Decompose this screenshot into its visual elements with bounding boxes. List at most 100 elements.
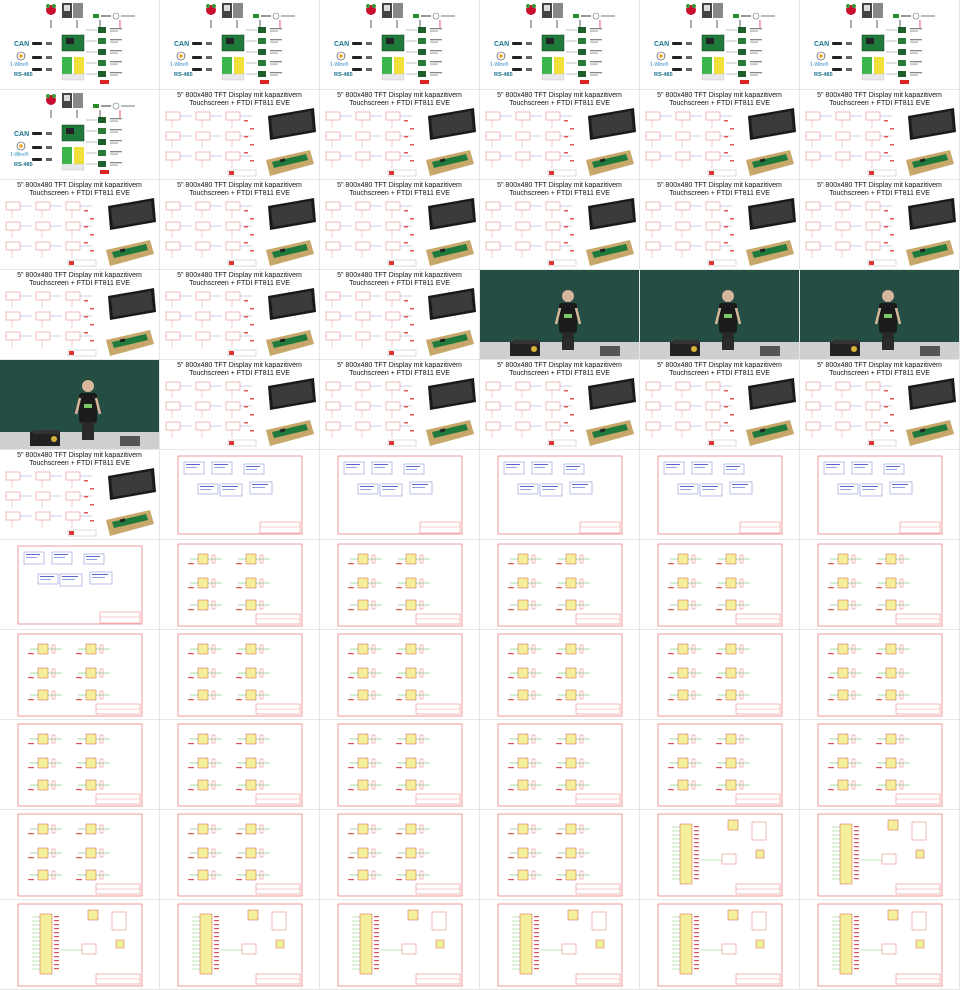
frame-thumbnail-blocks[interactable]: [800, 450, 960, 540]
frame-thumbnail-sch4[interactable]: [640, 630, 800, 720]
slide-title-line1: 5" 800x480 TFT Display mit kapazitivem: [657, 182, 782, 189]
frame-thumbnail-blocks[interactable]: [160, 450, 320, 540]
frame-thumbnail-sch4[interactable]: [640, 720, 800, 810]
frame-thumbnail-blocks[interactable]: [0, 540, 160, 630]
slide-title-line2: Touchscreen + FTDI FT811 EVE: [829, 370, 930, 377]
frame-thumbnail-sch4[interactable]: [480, 630, 640, 720]
pcb-photo: [906, 240, 954, 266]
slide-title-line2: Touchscreen + FTDI FT811 EVE: [509, 370, 610, 377]
frame-thumbnail-mcu[interactable]: [480, 900, 640, 990]
frame-thumbnail-speaker[interactable]: [0, 360, 160, 450]
schematic-thumbnail: [645, 381, 734, 438]
frame-thumbnail-sch4[interactable]: [0, 810, 160, 900]
slide-title-line1: 5" 800x480 TFT Display mit kapazitivem: [497, 362, 622, 369]
tft-display-photo: [428, 108, 476, 140]
slide-title-line2: Touchscreen + FTDI FT811 EVE: [509, 100, 610, 107]
pcb-photo: [746, 420, 794, 446]
frame-thumbnail-mcu[interactable]: [800, 900, 960, 990]
frame-thumbnail-mcu[interactable]: [640, 810, 800, 900]
frame-thumbnail-mcu[interactable]: [320, 900, 480, 990]
frame-thumbnail-sch4[interactable]: [800, 720, 960, 810]
raspberry-pi-icon: [526, 4, 536, 15]
frame-thumbnail-sch4[interactable]: [160, 720, 320, 810]
tft-display-photo: [588, 378, 636, 410]
schematic-thumbnail: [805, 381, 894, 438]
frame-thumbnail-speaker[interactable]: [800, 270, 960, 360]
tft-display-photo: [428, 378, 476, 410]
frame-thumbnail-sch4[interactable]: [0, 630, 160, 720]
frame-thumbnail-sch4[interactable]: [320, 810, 480, 900]
slide-title-line2: Touchscreen + FTDI FT811 EVE: [189, 100, 290, 107]
schematic-thumbnail: [165, 111, 254, 168]
frame-thumbnail-sch4[interactable]: [160, 540, 320, 630]
pcb-photo: [266, 150, 314, 176]
schematic-thumbnail: [805, 201, 894, 258]
frame-thumbnail-sch4[interactable]: [480, 720, 640, 810]
presenter: [874, 290, 902, 350]
schematic-thumbnail: [325, 201, 414, 258]
frame-thumbnail-sch4[interactable]: [320, 720, 480, 810]
frame-thumbnail-sch4[interactable]: [800, 630, 960, 720]
frame-thumbnail-speaker[interactable]: [480, 270, 640, 360]
frame-thumbnail-sch4[interactable]: [320, 540, 480, 630]
frame-thumbnail-sch4[interactable]: [320, 630, 480, 720]
frame-thumbnail-blocks[interactable]: [480, 450, 640, 540]
frame-thumbnail-sch4[interactable]: [480, 810, 640, 900]
schematic-thumbnail: [5, 291, 94, 348]
slide-title-line1: 5" 800x480 TFT Display mit kapazitivem: [497, 182, 622, 189]
frame-thumbnail-sch4[interactable]: [640, 540, 800, 630]
frame-thumbnail-blocks[interactable]: [320, 450, 480, 540]
frame-thumbnail-sch4[interactable]: [0, 720, 160, 810]
frame-thumbnail-sch4[interactable]: [160, 810, 320, 900]
frame-thumbnail-mcu[interactable]: [800, 810, 960, 900]
pcb-photo: [586, 420, 634, 446]
schematic-thumbnail: [645, 201, 734, 258]
frame-thumbnail-blocks[interactable]: [640, 450, 800, 540]
frame-thumbnail-sch4[interactable]: [160, 630, 320, 720]
slide-title-line1: 5" 800x480 TFT Display mit kapazitivem: [177, 362, 302, 369]
slide-title-line2: Touchscreen + FTDI FT811 EVE: [669, 100, 770, 107]
frame-thumbnail-speaker[interactable]: [640, 270, 800, 360]
frame-thumbnail-mcu[interactable]: [0, 900, 160, 990]
onewire-label: 1-Wire®: [330, 61, 349, 68]
pcb-photo: [106, 240, 154, 266]
schematic-thumbnail: [485, 111, 574, 168]
schematic-thumbnail: [485, 201, 574, 258]
frame-thumbnail-mcu[interactable]: [640, 900, 800, 990]
can-label: CAN: [814, 41, 829, 48]
frame-thumbnail-sch4[interactable]: [480, 540, 640, 630]
frame-thumbnail-mcu[interactable]: [160, 900, 320, 990]
frame-thumbnail-sch4[interactable]: [800, 540, 960, 630]
slide-title-line2: Touchscreen + FTDI FT811 EVE: [29, 280, 130, 287]
